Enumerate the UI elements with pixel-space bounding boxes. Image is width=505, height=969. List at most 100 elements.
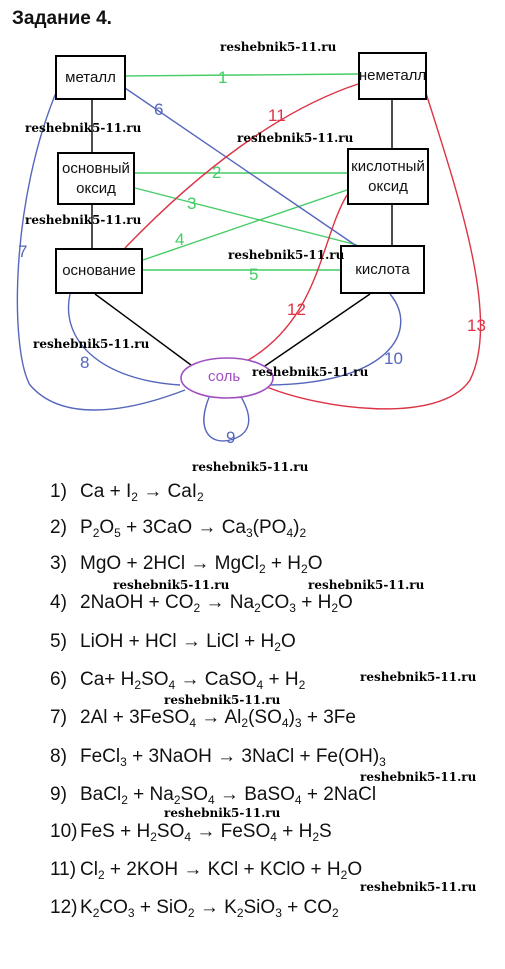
metal-label: металл (65, 68, 116, 86)
link-base-salt (94, 293, 196, 369)
equation-number: 4) (50, 592, 67, 613)
acidic-oxide-box: кислотный оксид (347, 148, 429, 205)
equation-text: O (280, 631, 296, 652)
watermark: reshebnik5-11.ru (33, 337, 150, 351)
equation-subscript: 2 (340, 868, 348, 882)
equation-subscript: 2 (92, 906, 100, 920)
equation-11: 11)Cl2 + 2KOH → KCl + KClO + H2O (50, 859, 362, 881)
equation-text: 2Al + 3FeSO (80, 707, 190, 728)
equation-subscript: 4 (189, 716, 196, 730)
equation-subscript: 2 (258, 562, 266, 576)
equation-subscript: 4 (270, 830, 277, 844)
equation-subscript: 3 (127, 906, 135, 920)
equation-text: → K (194, 897, 237, 918)
base-box: основание (55, 248, 143, 294)
equation-text: + H (263, 669, 299, 690)
equation-text: (SO (248, 707, 282, 728)
equation-subscript: 2 (254, 601, 261, 615)
equation-subscript: 2 (92, 526, 100, 540)
equation-text: BaCl (80, 784, 122, 805)
equation-7: 7)2Al + 3FeSO4 → Al2(SO4)3 + 3Fe (50, 707, 356, 729)
equation-9: 9)BaCl2 + Na2SO4 → BaSO4 + 2NaCl (50, 784, 376, 806)
link-number-9: 9 (226, 428, 236, 447)
equation-number: 3) (50, 553, 67, 574)
link-number-5: 5 (249, 265, 259, 284)
base-label: основание (62, 262, 136, 279)
equation-subscript: 4 (207, 793, 215, 807)
watermark: reshebnik5-11.ru (25, 121, 142, 135)
salt-node (180, 357, 274, 399)
equation-subscript: 4 (256, 678, 264, 692)
link-number-10: 10 (384, 349, 403, 368)
link-number-3: 3 (187, 194, 197, 213)
equation-text: + CO (281, 897, 333, 918)
watermark: reshebnik5-11.ru (164, 806, 281, 820)
basic-oxide-label-2: оксид (76, 179, 116, 197)
equation-subscript: 4 (281, 716, 289, 730)
link-number-4: 4 (175, 230, 185, 249)
equation-number: 8) (50, 746, 67, 767)
nonmetal-label: неметалл (358, 67, 427, 84)
equation-subscript: 4 (294, 793, 302, 807)
equation-text: K (80, 897, 93, 918)
equation-text: + SiO (134, 897, 188, 918)
equation-text: FeS + H (80, 821, 151, 842)
link-number-13: 13 (467, 316, 486, 335)
equation-text: O (307, 553, 323, 574)
equation-text: → FeSO (191, 821, 271, 842)
equation-text: LiOH + HCl → LiCl + H (80, 631, 275, 652)
equation-subscript: 3 (275, 906, 282, 920)
equation-text: 2NaOH + CO (80, 592, 194, 613)
equation-subscript: 2 (150, 830, 157, 844)
link-4 (142, 189, 348, 261)
watermark: reshebnik5-11.ru (360, 880, 477, 894)
watermark: reshebnik5-11.ru (220, 40, 337, 54)
equation-text: CO (260, 592, 290, 613)
equation-subscript: 2 (298, 678, 306, 692)
equation-subscript: 5 (114, 526, 121, 540)
acid-box: кислота (340, 245, 425, 294)
watermark: reshebnik5-11.ru (113, 578, 230, 592)
equation-subscript: 2 (312, 830, 319, 844)
equation-text: + H (265, 553, 302, 574)
link-8 (67, 293, 181, 386)
watermark: reshebnik5-11.ru (360, 770, 477, 784)
equation-text: ) (293, 517, 300, 538)
equation-text: O (338, 592, 353, 613)
connection-diagram (16, 73, 482, 442)
link-11 (124, 83, 359, 249)
link-13 (261, 89, 482, 410)
equation-text: Ca+ H (80, 669, 135, 690)
equation-text: → CaSO (175, 669, 257, 690)
equation-subscript: 2 (187, 906, 195, 920)
link-number-2: 2 (212, 163, 222, 182)
link-number-8: 8 (80, 353, 90, 372)
basic-oxide-label-1: основный (62, 159, 130, 177)
equation-subscript: 3 (245, 526, 253, 540)
equation-subscript: 2 (173, 793, 181, 807)
equation-text: (PO (252, 517, 287, 538)
equation-12: 12)K2CO3 + SiO2 → K2SiO3 + CO2 (50, 897, 339, 919)
task-title: Задание 4. (12, 8, 112, 29)
equation-text: + 2NaCl (301, 784, 377, 805)
equation-text: O (99, 517, 115, 538)
watermark: reshebnik5-11.ru (360, 670, 477, 684)
equation-subscript: 2 (97, 868, 105, 882)
equation-subscript: 2 (197, 490, 204, 504)
watermark: reshebnik5-11.ru (192, 460, 309, 474)
link-1 (124, 73, 359, 77)
link-10 (264, 293, 402, 386)
equation-text: → CaI (137, 481, 198, 502)
equation-text: SO (141, 669, 169, 690)
acidic-oxide-label-2: оксид (368, 177, 408, 195)
equation-subscript: 2 (332, 906, 339, 920)
equation-subscript: 2 (134, 678, 142, 692)
equation-number: 11) (50, 859, 77, 880)
link-9 (203, 394, 250, 442)
equation-subscript: 4 (286, 526, 294, 540)
equation-1: 1)Ca + I2 → CaI2 (50, 481, 204, 503)
equation-subscript: 2 (274, 640, 281, 654)
equation-text: ) (288, 707, 295, 728)
equation-subscript: 2 (193, 601, 201, 615)
link-number-6: 6 (154, 100, 164, 119)
